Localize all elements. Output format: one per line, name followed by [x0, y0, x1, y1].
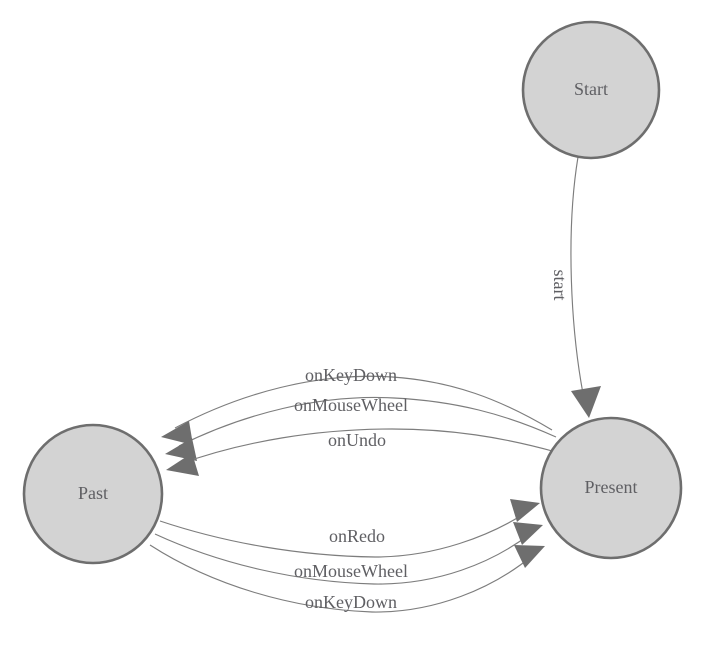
edge-past-to-present-onredo[interactable]: [159, 499, 540, 558]
edge-start-to-present[interactable]: [570, 156, 601, 418]
edge-past-to-present-onkeydown-arrowhead: [514, 545, 545, 568]
node-start[interactable]: Start: [521, 20, 661, 160]
edge-present-to-past-onundo[interactable]: [166, 428, 557, 476]
edge-label-present-past-onundo: onUndo: [328, 430, 386, 450]
edge-present-to-past-onundo-path: [179, 428, 557, 465]
edge-past-to-present-onkeydown[interactable]: [149, 544, 545, 613]
edge-past-to-present-onmousewheel[interactable]: [154, 522, 543, 585]
edge-present-to-past-onkeydown-path: [174, 375, 553, 431]
edge-label-past-present-onredo: onRedo: [329, 526, 385, 546]
edge-label-past-present-onkeydown: onKeyDown: [305, 592, 397, 612]
edge-present-to-past-onkeydown[interactable]: [161, 375, 553, 445]
edge-label-start: start: [550, 270, 570, 301]
edge-start-to-present-arrowhead: [571, 386, 601, 418]
node-present-circle: [539, 416, 683, 560]
node-past-label: Past: [78, 483, 108, 503]
edge-past-to-present-onmousewheel-arrowhead: [513, 522, 543, 545]
edge-label-present-past-onkeydown: onKeyDown: [305, 365, 397, 385]
edge-present-to-past-onundo-arrowhead: [166, 453, 199, 476]
edge-start-to-present-path: [570, 156, 586, 405]
node-present[interactable]: Present: [539, 416, 683, 560]
edge-present-to-past-onkeydown-arrowhead: [161, 421, 193, 445]
edge-past-to-present-onkeydown-path: [149, 544, 533, 613]
edge-past-to-present-onredo-path: [159, 511, 528, 558]
node-present-label: Present: [585, 477, 638, 497]
node-start-circle: [521, 20, 661, 160]
edge-label-past-present-onmousewheel: onMouseWheel: [294, 561, 408, 581]
edge-past-to-present-onmousewheel-path: [154, 533, 531, 585]
node-start-label: Start: [574, 79, 608, 99]
node-past-circle: [22, 423, 164, 565]
node-past[interactable]: Past: [22, 423, 164, 565]
edge-present-to-past-onmousewheel-path: [178, 396, 557, 447]
edge-label-present-past-onmousewheel: onMouseWheel: [294, 395, 408, 415]
edge-past-to-present-onredo-arrowhead: [510, 499, 540, 522]
